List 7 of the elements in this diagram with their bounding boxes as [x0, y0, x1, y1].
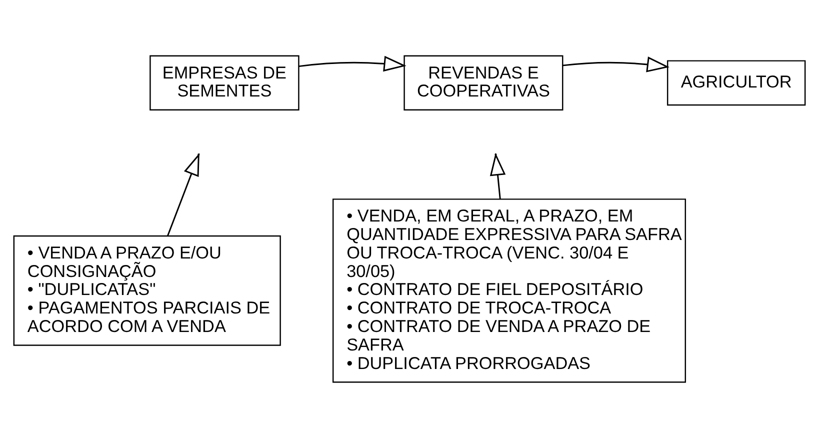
arrow: [298, 56, 406, 72]
node-box: AGRICULTOR: [666, 60, 806, 106]
node-box: EMPRESAS DE SEMENTES: [149, 55, 299, 111]
node-box: • VENDA, EM GERAL, A PRAZO, EM QUANTIDADE EXPRESSIVA PARA SAFRA OU TROCA-TROCA (VENC. 30/04 E 30/05) • CONTRATO DE FIEL DEPOSITÁRIO • CONTRATO DE TROCA-TROCA • CONTRATO DE VENDA A PRAZO DE SAFRA • DUPLICATA PRORROGADAS: [332, 198, 686, 383]
node-box: • VENDA A PRAZO E/OU CONSIGNAÇÃO • "DUPLICATAS" • PAGAMENTOS PARCIAIS DE ACORDO COM A VENDA: [12, 235, 280, 346]
node-box: REVENDAS E COOPERATIVAS: [403, 55, 563, 111]
arrow: [562, 56, 669, 72]
